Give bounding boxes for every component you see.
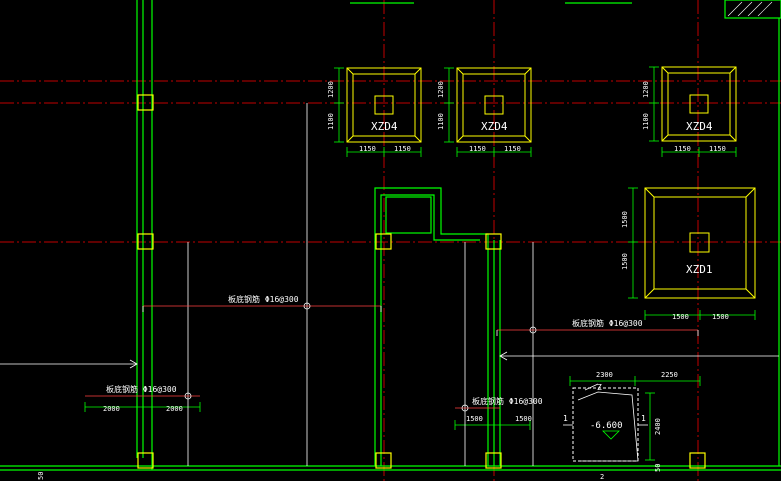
dim-2000-b: 2000: [166, 405, 183, 413]
dim-1200-c: 1200: [642, 81, 650, 98]
rebar-label-lower: 板底钢筋 Φ16@300: [472, 396, 543, 406]
label-xzd4-c: XZD4: [686, 120, 713, 133]
rebar-spans: [0, 103, 779, 466]
hatch-area: [727, 1, 773, 17]
section-mark-right: 1: [641, 414, 646, 423]
dim-1100-b: 1100: [437, 113, 445, 130]
dimension-lines: [84, 66, 756, 461]
dimension-text: 1150 1150 1150 1150 1150 1150 1200 1100 …: [37, 81, 729, 481]
pit-z-mark: Z: [597, 383, 602, 392]
dim-50-a: 50: [37, 472, 45, 480]
footing-xzd4-a[interactable]: [346, 67, 422, 143]
dim-2400: 2400: [654, 418, 662, 435]
dim-1150-b: 1150: [394, 145, 411, 153]
rebar-label-mid: 板底钢筋 Φ16@300: [228, 294, 299, 304]
dim-1500-d: 1500: [712, 313, 729, 321]
dim-1500-e: 1500: [466, 415, 483, 423]
dim-2: 2: [600, 473, 604, 481]
dim-1500-c: 1500: [672, 313, 689, 321]
footing-labels: XZD4 XZD4 XZD4 XZD1: [371, 120, 713, 276]
rebar-label-left: 板底钢筋 Φ16@300: [106, 384, 177, 394]
dim-1200-b: 1200: [437, 81, 445, 98]
dim-1500-a: 1500: [621, 211, 629, 228]
dim-1150-c: 1150: [469, 145, 486, 153]
rebar-labels: 板底钢筋 Φ16@300 板底钢筋 Φ16@300 板底钢筋 Φ16@300 板…: [106, 294, 643, 406]
dim-1200-a: 1200: [327, 81, 335, 98]
dim-1100-a: 1100: [327, 113, 335, 130]
pit-level: -6.600: [590, 421, 623, 431]
footing-xzd1[interactable]: [644, 187, 756, 299]
sump-pit[interactable]: -6.600 1 1 Z: [563, 383, 648, 462]
dim-50-b: 50: [654, 464, 662, 472]
dim-1150-f: 1150: [709, 145, 726, 153]
dim-1500-f: 1500: [515, 415, 532, 423]
label-xzd1: XZD1: [686, 263, 713, 276]
label-xzd4-b: XZD4: [481, 120, 508, 133]
dim-1150-d: 1150: [504, 145, 521, 153]
rebar-label-right: 板底钢筋 Φ16@300: [572, 318, 643, 328]
dim-1150-e: 1150: [674, 145, 691, 153]
dim-1100-c: 1100: [642, 113, 650, 130]
dim-2300: 2300: [596, 371, 613, 379]
dim-2000-a: 2000: [103, 405, 120, 413]
footing-xzd4-b[interactable]: [456, 67, 532, 143]
dim-1500-b: 1500: [621, 253, 629, 270]
label-xzd4-a: XZD4: [371, 120, 398, 133]
dim-1150-a: 1150: [359, 145, 376, 153]
dim-2250: 2250: [661, 371, 678, 379]
footing-xzd4-c[interactable]: [661, 66, 737, 142]
columns: [137, 94, 706, 469]
section-mark-left: 1: [563, 414, 568, 423]
